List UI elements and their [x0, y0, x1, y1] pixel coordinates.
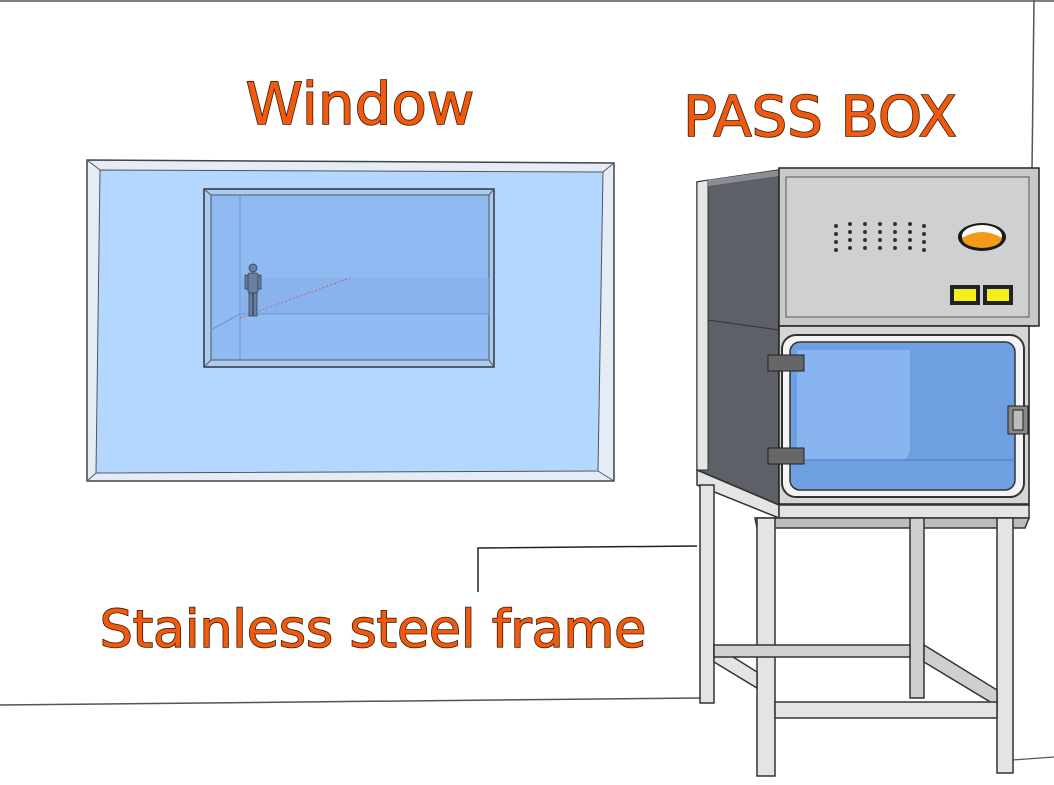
window-assembly: [86, 159, 615, 482]
frame-leader-line: [477, 545, 698, 592]
pass-box-assembly: [696, 167, 1040, 507]
window-label: Window: [246, 70, 475, 138]
door-hinges: [767, 354, 805, 465]
stainless-steel-stand: [696, 468, 1031, 777]
pass-box-side-panel: [696, 169, 780, 507]
room-outline: [0, 0, 1054, 761]
person-figure-icon: [244, 263, 262, 317]
indicator-buttons-icon: [950, 285, 1013, 305]
door-latch: [1007, 405, 1029, 435]
frame-label: Stainless steel frame: [100, 600, 646, 660]
pass-box-label: PASS BOX: [683, 85, 957, 150]
vent-holes-icon: [834, 222, 926, 252]
gauge-icon: [958, 223, 1006, 251]
